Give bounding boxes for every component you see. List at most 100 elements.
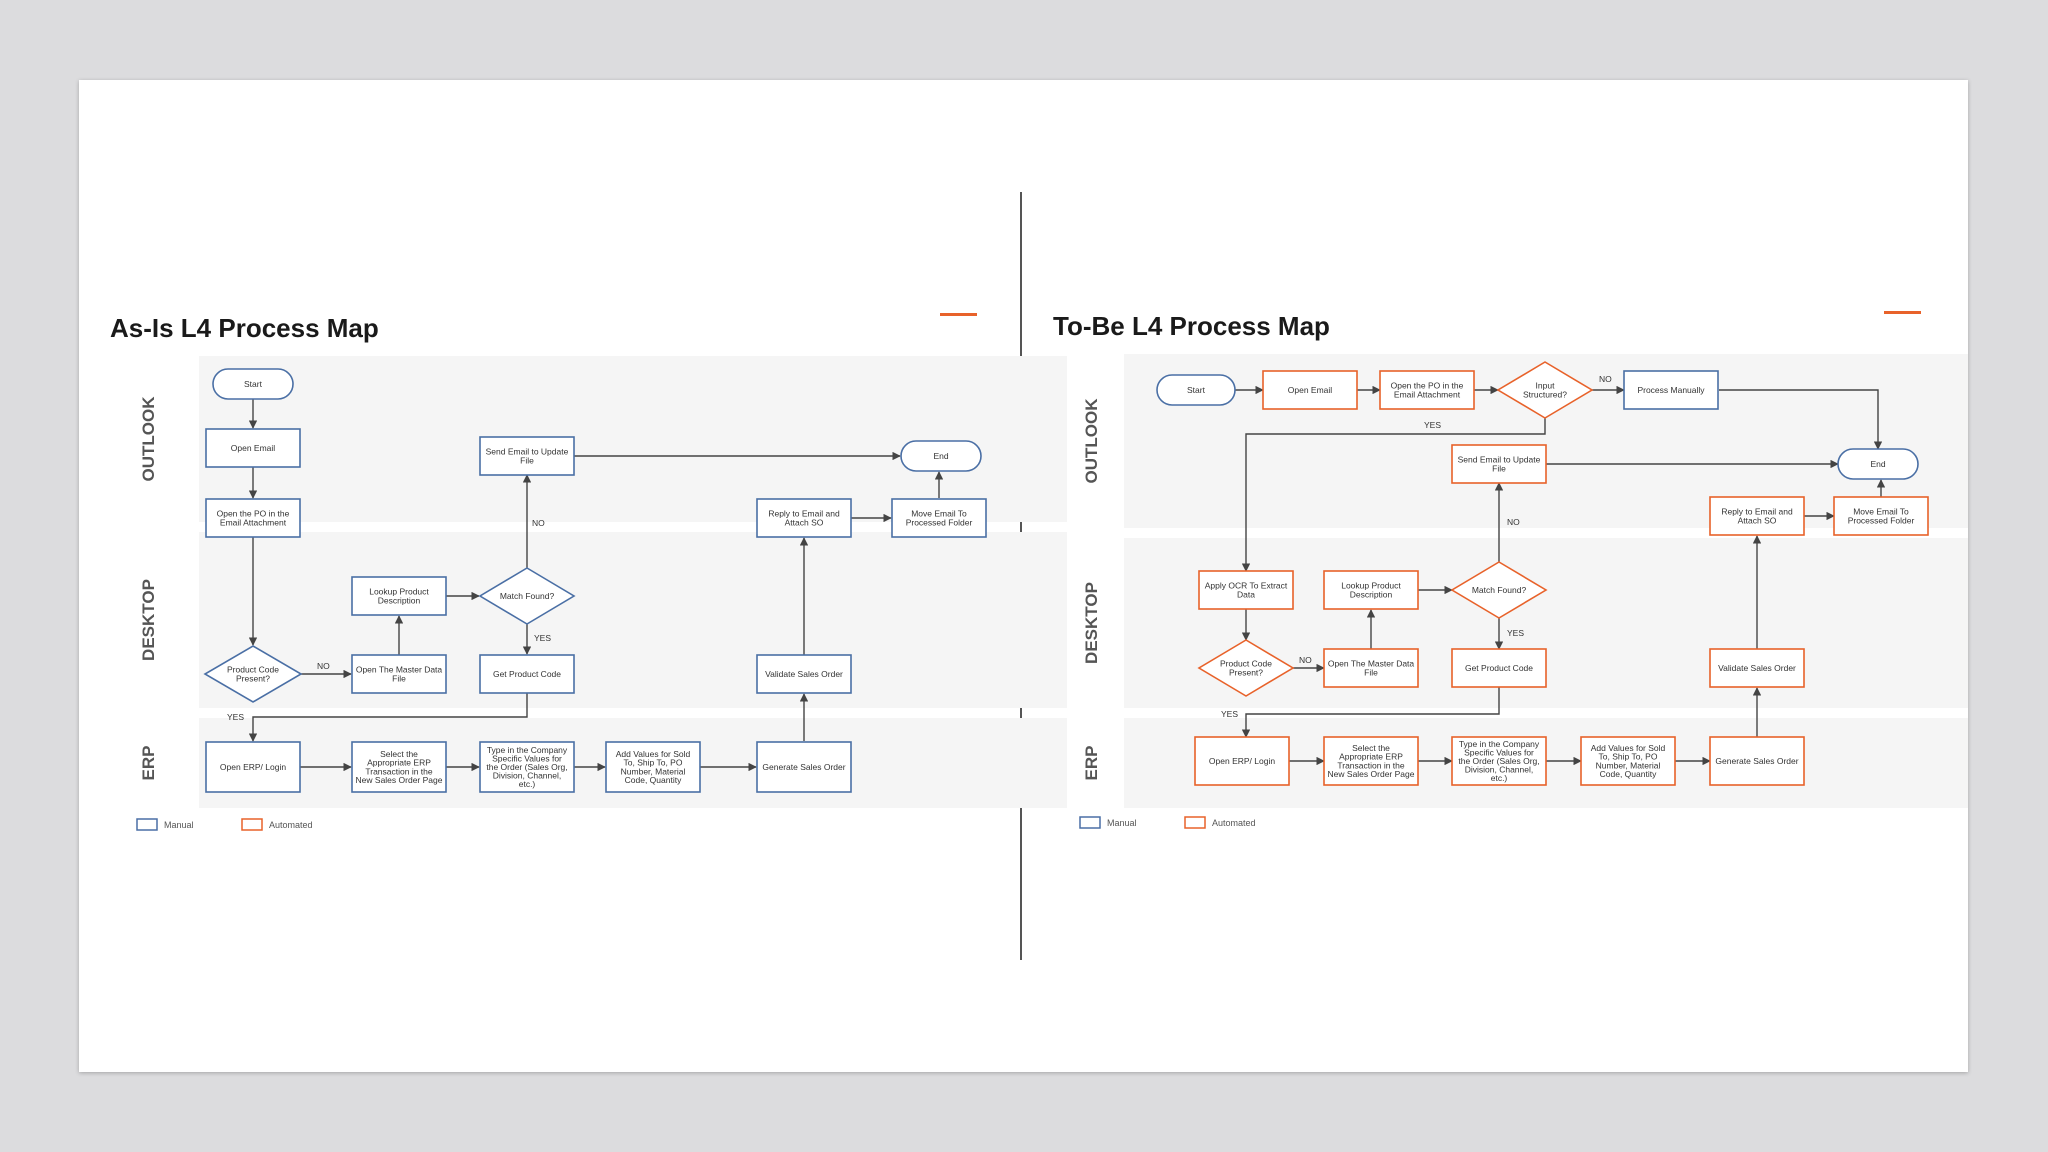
left-node-label: Start: [244, 379, 263, 389]
left-lane-band: [199, 532, 1067, 708]
right-node-get-code: Get Product Code: [1451, 648, 1547, 688]
right-lane-label-outlook: OUTLOOK: [1082, 398, 1101, 484]
right-node-label: Process Manually: [1637, 385, 1705, 395]
right-node-generate-so: Generate Sales Order: [1709, 736, 1805, 786]
left-node-label: End: [933, 451, 948, 461]
right-lane-label-erp: ERP: [1082, 746, 1101, 781]
right-node-open-email: Open Email: [1262, 370, 1358, 410]
left-node-label: Validate Sales Order: [765, 669, 843, 679]
right-node-end: End: [1837, 448, 1919, 480]
right-connector: [1241, 418, 1546, 572]
left-node-label: Match Found?: [500, 591, 555, 601]
right-edge-label-yes-3: YES: [1221, 709, 1238, 719]
right-node-label: Open Email: [1288, 385, 1333, 395]
left-lane-label-erp: ERP: [139, 746, 158, 781]
right-legend-manual-swatch: [1079, 816, 1101, 829]
left-connector: [248, 693, 528, 742]
left-title: As-Is L4 Process Map: [110, 313, 379, 343]
left-node-validate-so: Validate Sales Order: [756, 654, 852, 694]
right-edge-label-yes-2: YES: [1507, 628, 1524, 638]
left-edge-label-no-1: NO: [317, 661, 330, 671]
right-lane-label-desktop: DESKTOP: [1082, 582, 1101, 664]
right-legend-automated-swatch: [1184, 816, 1206, 829]
left-edge-label-yes-1: YES: [227, 712, 244, 722]
to-be-process-map: OUTLOOK DESKTOP ERP Start Open Email Open the…: [1079, 354, 1968, 829]
right-node-label: Open ERP/ Login: [1209, 756, 1275, 766]
right-node-label: Match Found?: [1472, 585, 1527, 595]
left-node-open-email: Open Email: [205, 428, 301, 468]
left-edge-label-yes-2: YES: [534, 633, 551, 643]
right-connector: [1241, 687, 1500, 738]
right-node-label: Validate Sales Order: [1718, 663, 1796, 673]
right-edge-label-no-3: NO: [1507, 517, 1520, 527]
left-node-label: Open Email: [231, 443, 276, 453]
right-legend-manual-label: Manual: [1107, 818, 1137, 828]
left-node-match-found: Match Found?: [478, 567, 576, 625]
right-node-label: Start: [1187, 385, 1206, 395]
right-connector: [1719, 389, 1883, 450]
left-legend-automated-label: Automated: [269, 820, 313, 830]
right-node-process-manually: Process Manually: [1623, 370, 1719, 410]
left-node-label: Open ERP/ Login: [220, 762, 286, 772]
slide: As-Is L4 Process Map To-Be L4 Process Ma…: [79, 80, 1968, 1072]
left-node-open-erp: Open ERP/ Login: [205, 741, 301, 793]
right-title: To-Be L4 Process Map: [1053, 311, 1330, 341]
left-legend-manual-swatch: [136, 818, 158, 831]
right-edge-label-no-2: NO: [1299, 655, 1312, 665]
left-node-get-code: Get Product Code: [479, 654, 575, 694]
left-legend-automated-swatch: [241, 818, 263, 831]
left-node-end: End: [900, 440, 982, 472]
right-node-validate-so: Validate Sales Order: [1709, 648, 1805, 688]
right-node-label: End: [1870, 459, 1885, 469]
left-lane-band: [199, 356, 1067, 522]
left-lane-label-desktop: DESKTOP: [139, 579, 158, 661]
left-node-start: Start: [212, 368, 294, 400]
left-node-label: Get Product Code: [493, 669, 561, 679]
right-node-start: Start: [1156, 374, 1236, 406]
left-edge-label-no-2: NO: [532, 518, 545, 528]
right-node-label: Generate Sales Order: [1715, 756, 1798, 766]
right-node-match-found: Match Found?: [1450, 561, 1548, 619]
